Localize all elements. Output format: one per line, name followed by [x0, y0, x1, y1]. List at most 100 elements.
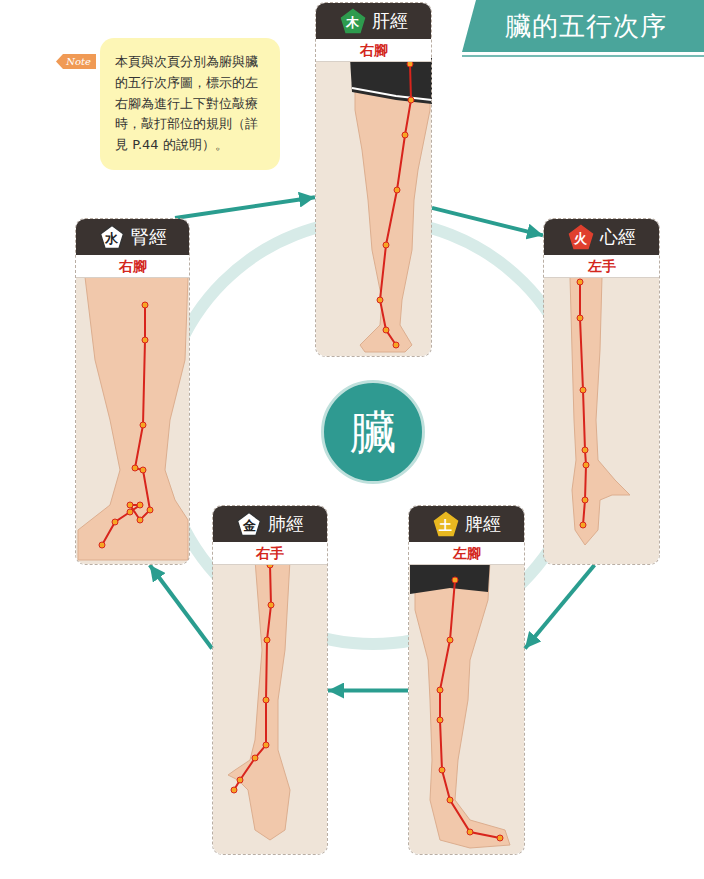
acupoint-dot	[127, 502, 133, 508]
meridian-card: 水腎經右腳	[75, 218, 190, 565]
meridian-line	[234, 565, 271, 790]
element-char: 土	[439, 516, 452, 532]
limb-label: 右腳	[119, 258, 147, 274]
title-banner	[462, 0, 704, 52]
card-header: 土脾經	[409, 506, 524, 542]
acupoint-dot	[127, 509, 133, 515]
element-pentagon: 土	[433, 511, 459, 537]
card-subheader: 右腳	[76, 255, 189, 278]
photo-ground	[409, 550, 524, 854]
pentagon-outline	[434, 513, 457, 536]
acupoint-dot	[402, 132, 408, 138]
arm-figure	[570, 277, 630, 545]
limb-label: 左腳	[453, 545, 481, 561]
card-header: 水腎經	[76, 219, 189, 255]
limb-label: 右腳	[360, 42, 388, 58]
acupoint-dot	[582, 447, 588, 453]
meridian-line	[440, 580, 500, 838]
shorts	[350, 58, 432, 104]
acupoint-dot	[237, 777, 243, 783]
acupoint-dot	[112, 519, 118, 525]
acupoint-dot	[137, 517, 143, 523]
limb-label: 右手	[256, 545, 284, 561]
flow-arrow	[432, 208, 543, 235]
acupoint-dot	[452, 577, 458, 583]
element-char: 火	[574, 229, 587, 245]
element-pentagon: 木	[340, 8, 366, 34]
acupoint-dot	[142, 302, 148, 308]
note-box: Note本頁與次頁分別為腑與臟的五行次序圖，標示的左右腳為進行上下對位敲療時，敲…	[100, 38, 280, 170]
meridian-card: 金肺經右手	[212, 505, 328, 855]
leg-figure	[78, 277, 188, 560]
photo-ground	[316, 48, 431, 356]
page-title: 臟的五行次序	[505, 9, 667, 44]
center-label: 臟	[350, 409, 396, 455]
card-subheader: 右手	[213, 542, 327, 565]
acupoint-dot	[142, 337, 148, 343]
acupoint-dot	[467, 829, 473, 835]
shorts	[410, 560, 490, 594]
arm-figure	[228, 560, 290, 840]
acupoint-dot	[383, 242, 389, 248]
element-char: 水	[105, 229, 118, 245]
acupoint-dot	[264, 637, 270, 643]
meridian-card: 火心經左手	[543, 218, 660, 565]
card-header: 火心經	[544, 219, 659, 255]
element-char: 金	[243, 516, 256, 532]
photo-ground	[213, 550, 327, 854]
acupoint-dot	[137, 502, 143, 508]
acupoint-dot	[252, 755, 258, 761]
acupoint-dot	[268, 602, 274, 608]
element-char: 木	[346, 13, 359, 29]
element-pentagon: 火	[568, 224, 594, 250]
acupoint-dot	[437, 717, 443, 723]
card-subheader: 右腳	[316, 39, 431, 62]
meridian-name: 脾經	[465, 506, 501, 542]
acupoint-dot	[437, 687, 443, 693]
acupoint-dot	[147, 507, 153, 513]
meridian-card: 土脾經左腳	[408, 505, 525, 855]
card-header: 金肺經	[213, 506, 327, 542]
meridian-name: 肝經	[372, 3, 408, 39]
center-circle: 臟	[321, 380, 425, 484]
acupoint-dot	[447, 637, 453, 643]
acupoint-dot	[263, 697, 269, 703]
meridian-name: 肺經	[268, 506, 304, 542]
meridian-card: 木肝經右腳	[315, 2, 432, 357]
meridian-line	[380, 64, 411, 345]
pentagon-outline	[569, 226, 592, 249]
element-pentagon: 水	[99, 224, 125, 250]
pentagon-outline	[238, 513, 261, 536]
acupoint-dot	[377, 297, 383, 303]
acupoint-dot	[393, 342, 399, 348]
flow-arrow	[175, 197, 315, 218]
note-tag: Note	[56, 54, 96, 69]
acupoint-dot	[231, 787, 237, 793]
acupoint-dot	[263, 742, 269, 748]
element-pentagon: 金	[236, 511, 262, 537]
flow-arrow	[150, 565, 212, 649]
acupoint-dot	[580, 522, 586, 528]
acupoint-dot	[408, 97, 414, 103]
note-tag-text: Note	[61, 54, 91, 69]
acupoint-dot	[140, 467, 146, 473]
acupoint-dot	[577, 279, 583, 285]
meridian-line	[102, 305, 150, 545]
limb-label: 左手	[588, 258, 616, 274]
meridian-name: 心經	[600, 219, 636, 255]
acupoint-dot	[577, 315, 583, 321]
acupoint-dot	[99, 542, 105, 548]
card-header: 木肝經	[316, 3, 431, 39]
photo-ground	[76, 267, 189, 564]
leg-figure	[415, 560, 510, 848]
meridian-lines	[99, 61, 589, 841]
acupoint-dot	[383, 327, 389, 333]
pentagon-outline	[100, 226, 123, 249]
acupoint-dot	[394, 187, 400, 193]
card-subheader: 左手	[544, 255, 659, 278]
meridian-name: 腎經	[131, 219, 167, 255]
shorts-trim	[352, 88, 432, 100]
banner-rule	[462, 55, 704, 57]
acupoint-dot	[497, 835, 503, 841]
